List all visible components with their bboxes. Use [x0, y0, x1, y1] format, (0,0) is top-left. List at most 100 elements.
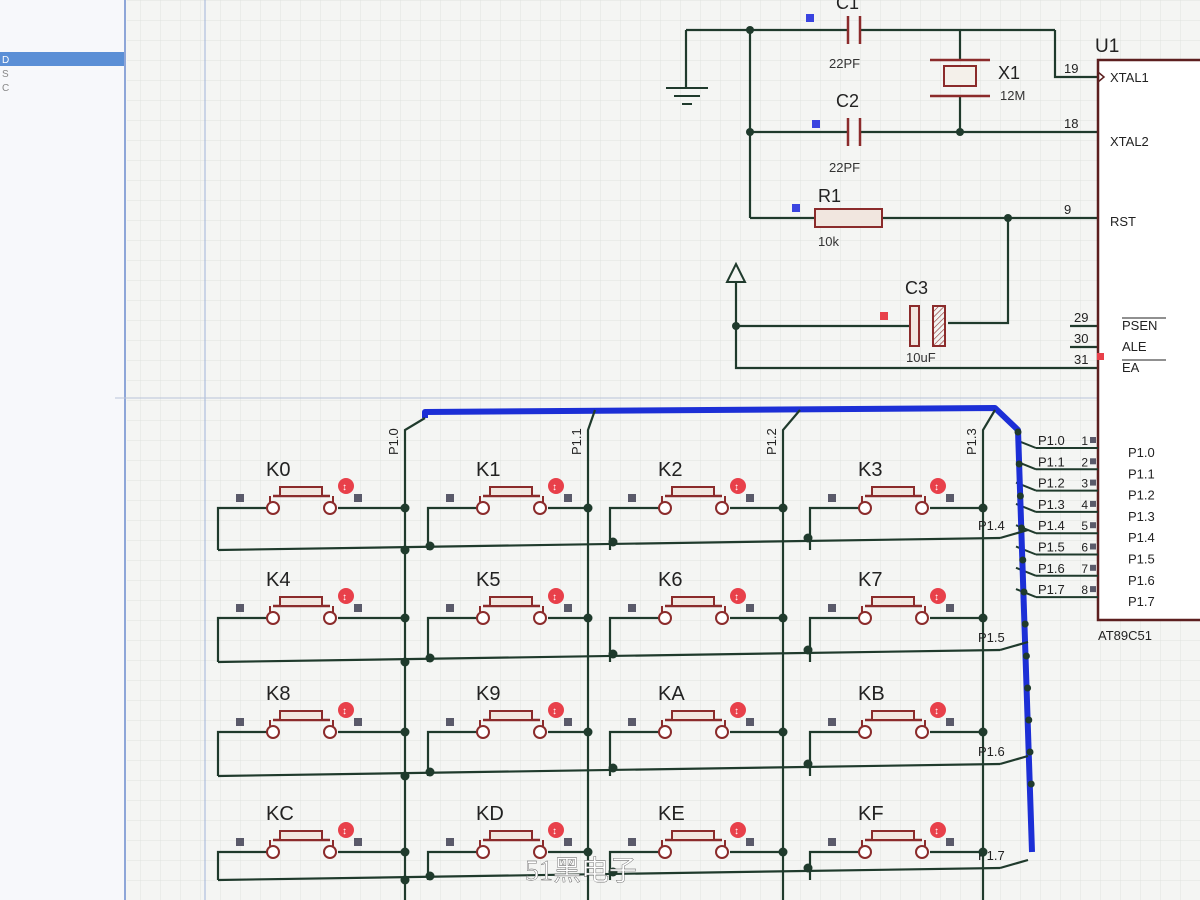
key-probe-icon-glyph: ↕: [342, 706, 347, 717]
key-probe-icon-glyph: ↕: [342, 826, 347, 837]
port-pin-marker: [1090, 437, 1096, 443]
keypad-key[interactable]: ↕KD: [425, 803, 593, 881]
key-pin-marker: [236, 604, 244, 612]
key-pin-marker: [746, 718, 754, 726]
key-probe-icon-glyph: ↕: [552, 592, 557, 603]
key-probe-icon: [338, 588, 354, 604]
capacitor-c1[interactable]: C1 22PF: [806, 0, 862, 71]
c1-value: 22PF: [829, 56, 860, 71]
column-wire: [403, 417, 426, 900]
port-pin-marker: [1090, 500, 1096, 507]
port-pin-marker: [1090, 479, 1096, 486]
key-label: KB: [858, 683, 885, 705]
bus-junction: [1015, 460, 1023, 468]
row-bus-stub: [999, 858, 1029, 870]
keypad-key[interactable]: ↕KF: [803, 803, 988, 880]
keypad-key[interactable]: ↕K0: [216, 459, 410, 555]
chip-port-name: P1.5: [1128, 552, 1155, 567]
r1-ref: R1: [818, 186, 841, 206]
keypad-key[interactable]: ↕K9: [425, 683, 593, 777]
keypad-key[interactable]: ↕K8: [216, 683, 410, 781]
bus-junction: [1020, 588, 1028, 596]
key-pin-marker: [446, 494, 454, 502]
column-wire: [781, 409, 801, 900]
key-pin-marker: [236, 494, 244, 502]
c2-ref: C2: [836, 91, 859, 111]
key-probe-icon: [548, 702, 564, 718]
key-probe-icon-glyph: ↕: [934, 706, 939, 717]
bus-junction: [1027, 780, 1035, 788]
key-label: K5: [476, 569, 500, 591]
x1-ref: X1: [998, 63, 1020, 83]
row-bus-stub: [999, 528, 1029, 540]
key-probe-icon: [548, 588, 564, 604]
key-probe-icon: [930, 588, 946, 604]
c3-value: 10uF: [906, 350, 936, 365]
watermark-text: 51黑电子: [525, 855, 637, 887]
data-bus: [422, 405, 1035, 853]
capacitor-c3[interactable]: C3 10uF: [880, 278, 946, 365]
keypad-key[interactable]: ↕K6: [608, 569, 788, 662]
keypad-key[interactable]: ↕KE: [608, 803, 788, 880]
bus-junction: [1024, 684, 1032, 692]
key-pin-marker: [628, 494, 636, 502]
crystal-x1[interactable]: X1 12M: [930, 58, 1025, 103]
key-probe-icon: [930, 822, 946, 838]
key-label: KA: [658, 683, 685, 705]
side-panel-item-1[interactable]: S: [2, 69, 9, 80]
key-pin-marker: [828, 494, 836, 502]
bus-junction: [1021, 620, 1029, 628]
key-label: K2: [658, 459, 682, 481]
keypad-key[interactable]: ↕ KB: [803, 683, 988, 776]
key-probe-icon: [338, 702, 354, 718]
key-probe-icon: [548, 478, 564, 494]
r1-value: 10k: [818, 234, 839, 249]
key-pin-marker: [446, 604, 454, 612]
upper-junctions: [732, 26, 1012, 330]
keypad-key[interactable]: ↕KA: [608, 683, 788, 776]
x1-value: 12M: [1000, 88, 1025, 103]
key-pin-marker: [236, 718, 244, 726]
ground-icon: [666, 87, 708, 105]
port-net-label: P1.7: [1038, 582, 1065, 597]
keypad-key[interactable]: ↕ K5: [425, 569, 593, 663]
side-panel-item-2[interactable]: C: [2, 83, 9, 94]
port-pin-marker: [1090, 586, 1096, 593]
chip-port-name: P1.0: [1128, 445, 1155, 460]
key-pin-marker: [446, 838, 454, 846]
side-panel-selected-item[interactable]: [0, 52, 125, 66]
row-net-label: P1.6: [978, 744, 1005, 759]
key-probe-icon: [930, 702, 946, 718]
keypad-key[interactable]: ↕K1: [425, 459, 593, 551]
key-label: KF: [858, 803, 884, 825]
keypad-key[interactable]: ↕K7: [803, 569, 988, 662]
chip-port-name: P1.4: [1128, 530, 1155, 545]
bus-junction: [1014, 428, 1022, 436]
side-panel-item-0[interactable]: D: [2, 55, 9, 66]
chip-pin-name: PSEN: [1122, 318, 1157, 333]
keypad-key[interactable]: ↕ K4: [216, 569, 410, 667]
key-label: K3: [858, 459, 882, 481]
keypad-key[interactable]: ↕K3: [803, 459, 988, 550]
chip-pin-name: RST: [1110, 214, 1136, 229]
row-net-label: P1.4: [978, 518, 1005, 533]
row-net-label: P1.5: [978, 630, 1005, 645]
resistor-r1[interactable]: R1 10k: [792, 186, 883, 249]
chip-port-name: P1.6: [1128, 573, 1155, 588]
keypad-key[interactable]: ↕K2: [608, 459, 788, 550]
keypad-key[interactable]: ↕KC: [216, 803, 410, 885]
port-net-label: P1.1: [1038, 454, 1065, 469]
capacitor-c2[interactable]: C2 22PF: [812, 91, 862, 175]
port-net-label: P1.6: [1038, 561, 1065, 576]
bus-junction: [1025, 716, 1033, 724]
port-pin-marker: [1090, 564, 1096, 571]
side-panel[interactable]: [0, 0, 125, 900]
key-label: K4: [266, 569, 290, 591]
key-probe-icon-glyph: ↕: [934, 592, 939, 603]
key-probe-icon-glyph: ↕: [342, 592, 347, 603]
chip-pin-name: ALE: [1122, 339, 1147, 354]
key-probe-icon-glyph: ↕: [552, 482, 557, 493]
